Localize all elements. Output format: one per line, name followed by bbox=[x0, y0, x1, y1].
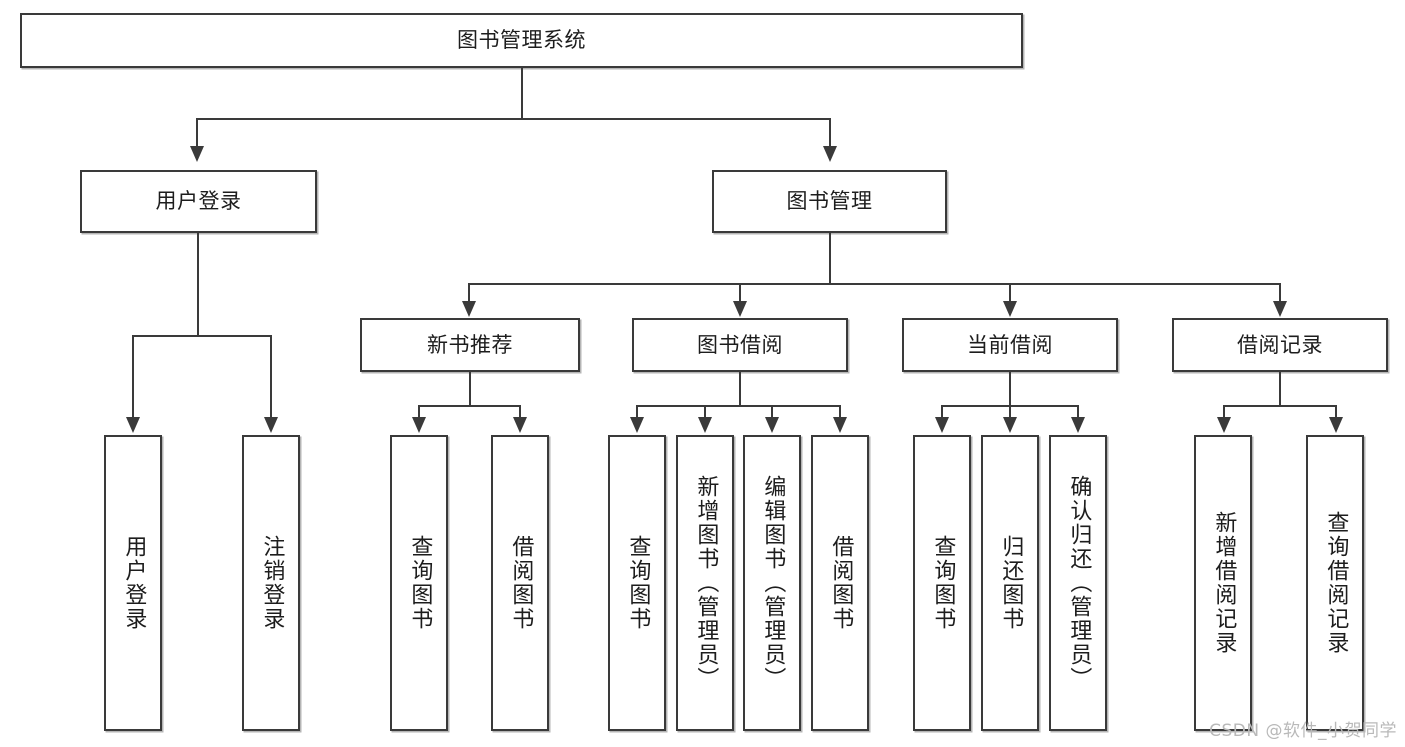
node-borrow-record-label: 借阅记录 bbox=[1237, 332, 1323, 357]
node-leaf-return-book-label: 归还图书 bbox=[998, 535, 1024, 631]
arrowhead-leaf-query-record bbox=[1329, 417, 1343, 433]
node-leaf-edit-book-label: 编辑图书（管理员） bbox=[760, 475, 786, 691]
node-leaf-user-login-label: 用户登录 bbox=[121, 535, 147, 631]
arrowhead-book-manage bbox=[823, 146, 837, 162]
connector-nbr-bar bbox=[418, 405, 520, 407]
connector-bm-drop-3 bbox=[1009, 283, 1011, 303]
connector-cb-drop-3 bbox=[1077, 405, 1079, 419]
arrowhead-leaf-edit-book bbox=[765, 417, 779, 433]
connector-user-login-stem bbox=[197, 233, 199, 335]
node-user-login-label: 用户登录 bbox=[155, 189, 242, 214]
connector-bm-drop-2 bbox=[739, 283, 741, 303]
arrowhead-leaf-borrow-book-2 bbox=[833, 417, 847, 433]
node-leaf-borrow-book-1[interactable]: 借阅图书 bbox=[491, 435, 549, 731]
node-user-login[interactable]: 用户登录 bbox=[80, 170, 317, 233]
node-leaf-query-record[interactable]: 查询借阅记录 bbox=[1306, 435, 1364, 731]
node-leaf-borrow-book-2[interactable]: 借阅图书 bbox=[811, 435, 869, 731]
node-book-borrow-label: 图书借阅 bbox=[697, 332, 783, 357]
connector-bm-drop-4 bbox=[1279, 283, 1281, 303]
connector-nbr-drop-2 bbox=[519, 405, 521, 419]
connector-root-drop-user-login bbox=[196, 118, 198, 148]
node-leaf-query-book-1[interactable]: 查询图书 bbox=[390, 435, 448, 731]
connector-bb-drop-4 bbox=[839, 405, 841, 419]
arrowhead-leaf-add-book bbox=[698, 417, 712, 433]
arrowhead-leaf-confirm-return bbox=[1071, 417, 1085, 433]
connector-br-drop-2 bbox=[1335, 405, 1337, 419]
arrowhead-leaf-query-book-3 bbox=[935, 417, 949, 433]
arrowhead-leaf-return-book bbox=[1003, 417, 1017, 433]
node-leaf-query-book-2-label: 查询图书 bbox=[625, 535, 651, 631]
connector-user-login-drop-2 bbox=[270, 335, 272, 419]
node-leaf-user-logout[interactable]: 注销登录 bbox=[242, 435, 300, 731]
node-leaf-add-book-label: 新增图书（管理员） bbox=[693, 475, 719, 691]
connector-br-drop-1 bbox=[1223, 405, 1225, 419]
connector-book-manage-stem bbox=[829, 233, 831, 283]
arrowhead-book-borrow bbox=[733, 301, 747, 317]
arrowhead-user-login bbox=[190, 146, 204, 162]
connector-user-login-drop-1 bbox=[132, 335, 134, 419]
node-root-label: 图书管理系统 bbox=[457, 28, 586, 53]
connector-bb-drop-2 bbox=[704, 405, 706, 419]
connector-br-bar bbox=[1223, 405, 1336, 407]
node-current-borrow[interactable]: 当前借阅 bbox=[902, 318, 1118, 372]
connector-nbr-drop-1 bbox=[418, 405, 420, 419]
node-leaf-confirm-return[interactable]: 确认归还（管理员） bbox=[1049, 435, 1107, 731]
node-leaf-query-book-3-label: 查询图书 bbox=[930, 535, 956, 631]
arrowhead-new-book-recommend bbox=[462, 301, 476, 317]
connector-bm-drop-1 bbox=[468, 283, 470, 303]
node-leaf-user-login[interactable]: 用户登录 bbox=[104, 435, 162, 731]
connector-root-bar bbox=[196, 118, 831, 120]
node-book-manage[interactable]: 图书管理 bbox=[712, 170, 947, 233]
connector-bb-bar bbox=[636, 405, 841, 407]
node-leaf-return-book[interactable]: 归还图书 bbox=[981, 435, 1039, 731]
arrowhead-leaf-user-login bbox=[126, 417, 140, 433]
node-leaf-add-book[interactable]: 新增图书（管理员） bbox=[676, 435, 734, 731]
connector-nbr-stem bbox=[469, 372, 471, 405]
arrowhead-leaf-borrow-book-1 bbox=[513, 417, 527, 433]
node-leaf-add-record-label: 新增借阅记录 bbox=[1211, 511, 1237, 655]
connector-user-login-bar bbox=[132, 335, 271, 337]
node-leaf-query-book-2[interactable]: 查询图书 bbox=[608, 435, 666, 731]
arrowhead-leaf-query-book-2 bbox=[630, 417, 644, 433]
arrowhead-leaf-query-book-1 bbox=[412, 417, 426, 433]
arrowhead-borrow-record bbox=[1273, 301, 1287, 317]
arrowhead-leaf-user-logout bbox=[264, 417, 278, 433]
node-current-borrow-label: 当前借阅 bbox=[967, 332, 1053, 357]
node-leaf-user-logout-label: 注销登录 bbox=[259, 535, 285, 631]
connector-root-drop-book-manage bbox=[829, 118, 831, 148]
connector-book-manage-bar bbox=[468, 283, 1280, 285]
connector-cb-drop-2 bbox=[1009, 405, 1011, 419]
node-leaf-confirm-return-label: 确认归还（管理员） bbox=[1066, 475, 1092, 691]
node-leaf-query-book-3[interactable]: 查询图书 bbox=[913, 435, 971, 731]
node-leaf-edit-book[interactable]: 编辑图书（管理员） bbox=[743, 435, 801, 731]
node-leaf-query-book-1-label: 查询图书 bbox=[407, 535, 433, 631]
connector-root-stem bbox=[521, 68, 523, 118]
node-new-book-recommend[interactable]: 新书推荐 bbox=[360, 318, 580, 372]
connector-cb-stem bbox=[1009, 372, 1011, 405]
node-leaf-query-record-label: 查询借阅记录 bbox=[1323, 511, 1349, 655]
connector-cb-drop-1 bbox=[941, 405, 943, 419]
connector-bb-drop-1 bbox=[636, 405, 638, 419]
node-leaf-borrow-book-1-label: 借阅图书 bbox=[508, 535, 534, 631]
arrowhead-leaf-add-record bbox=[1217, 417, 1231, 433]
node-borrow-record[interactable]: 借阅记录 bbox=[1172, 318, 1388, 372]
node-root[interactable]: 图书管理系统 bbox=[20, 13, 1023, 68]
connector-bb-stem bbox=[739, 372, 741, 405]
node-book-manage-label: 图书管理 bbox=[786, 189, 873, 214]
connector-bb-drop-3 bbox=[771, 405, 773, 419]
node-leaf-borrow-book-2-label: 借阅图书 bbox=[828, 535, 854, 631]
node-leaf-add-record[interactable]: 新增借阅记录 bbox=[1194, 435, 1252, 731]
arrowhead-current-borrow bbox=[1003, 301, 1017, 317]
connector-br-stem bbox=[1279, 372, 1281, 405]
node-book-borrow[interactable]: 图书借阅 bbox=[632, 318, 848, 372]
node-new-book-recommend-label: 新书推荐 bbox=[427, 332, 513, 357]
